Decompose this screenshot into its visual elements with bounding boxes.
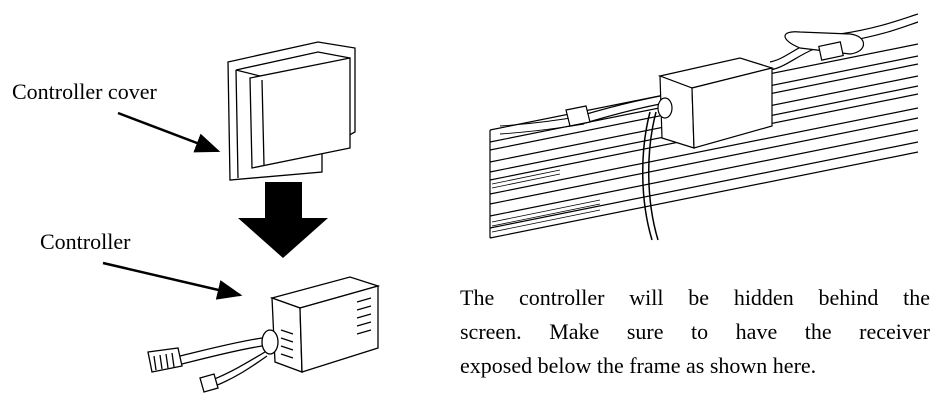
controller-illustration <box>147 276 381 393</box>
screen-frame-illustration <box>489 13 919 241</box>
caption-line-3: exposed below the frame as shown here. <box>460 353 817 378</box>
controller-cover-illustration <box>227 41 356 181</box>
caption-line-2: screen. Make sure to have the receiver <box>460 319 930 344</box>
controller-label: Controller <box>40 229 131 254</box>
down-arrow-icon <box>238 182 328 258</box>
caption-paragraph: The controller will be hidden behind the… <box>460 281 930 383</box>
controller-cover-label: Controller cover <box>12 79 157 104</box>
caption-line-1: The controller will be hidden behind the <box>460 285 930 310</box>
controller-pointer-arrow <box>102 261 243 300</box>
cover-pointer-arrow <box>117 111 221 153</box>
